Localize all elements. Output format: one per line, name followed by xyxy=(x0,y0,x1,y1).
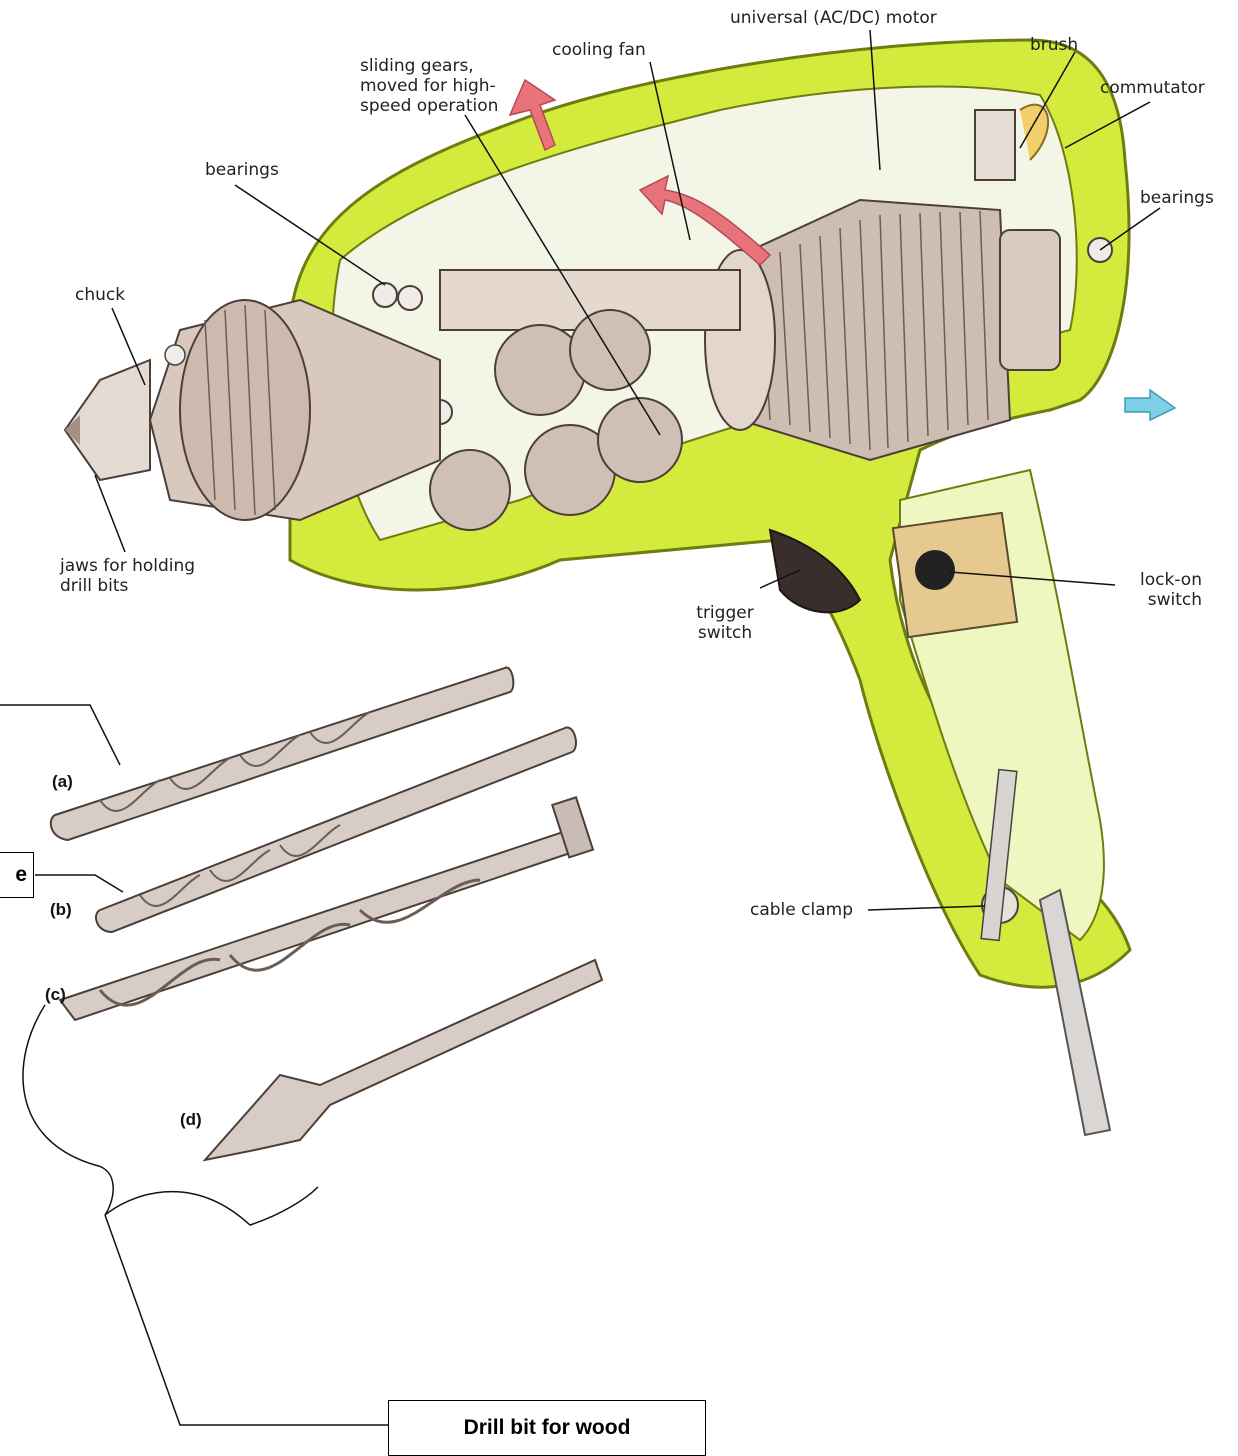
airflow-arrows xyxy=(508,78,1177,422)
drill-bit-b xyxy=(95,726,577,934)
drill-housing xyxy=(288,38,1132,1137)
label-jaws: jaws for holding drill bits xyxy=(60,556,196,596)
chuck xyxy=(63,298,441,522)
label-trigger-switch: trigger switch xyxy=(696,603,754,643)
label-brush: brush xyxy=(1030,35,1079,55)
partial-answer-box: e xyxy=(0,852,34,898)
gear-train xyxy=(372,237,1113,531)
label-cable-clamp: cable clamp xyxy=(750,900,853,920)
drill-bit-d xyxy=(202,958,604,1162)
label-commutator: commutator xyxy=(1100,78,1205,98)
bit-label-d: (d) xyxy=(180,1110,202,1129)
label-chuck: chuck xyxy=(75,285,126,305)
drill-bits xyxy=(49,666,604,1162)
label-motor: universal (AC/DC) motor xyxy=(730,8,937,28)
drill-bit-c xyxy=(58,796,595,1022)
label-bearings-left: bearings xyxy=(205,160,279,180)
wood-bit-answer-box: Drill bit for wood xyxy=(388,1400,706,1456)
label-lock-on-switch: lock-on switch xyxy=(1140,570,1202,610)
bit-label-c: (c) xyxy=(45,985,66,1004)
label-sliding-gears: sliding gears, moved for high- speed ope… xyxy=(360,56,499,116)
motor-armature xyxy=(704,103,1061,462)
bit-label-b: (b) xyxy=(50,900,72,919)
label-cooling-fan: cooling fan xyxy=(552,40,646,60)
partial-answer-text: e xyxy=(15,863,27,886)
wood-bit-answer-text: Drill bit for wood xyxy=(463,1416,631,1439)
drill-bit-a xyxy=(49,666,515,842)
label-bearings-right: bearings xyxy=(1140,188,1214,208)
leader-lines xyxy=(0,29,1161,1426)
bit-label-a: (a) xyxy=(52,772,73,791)
